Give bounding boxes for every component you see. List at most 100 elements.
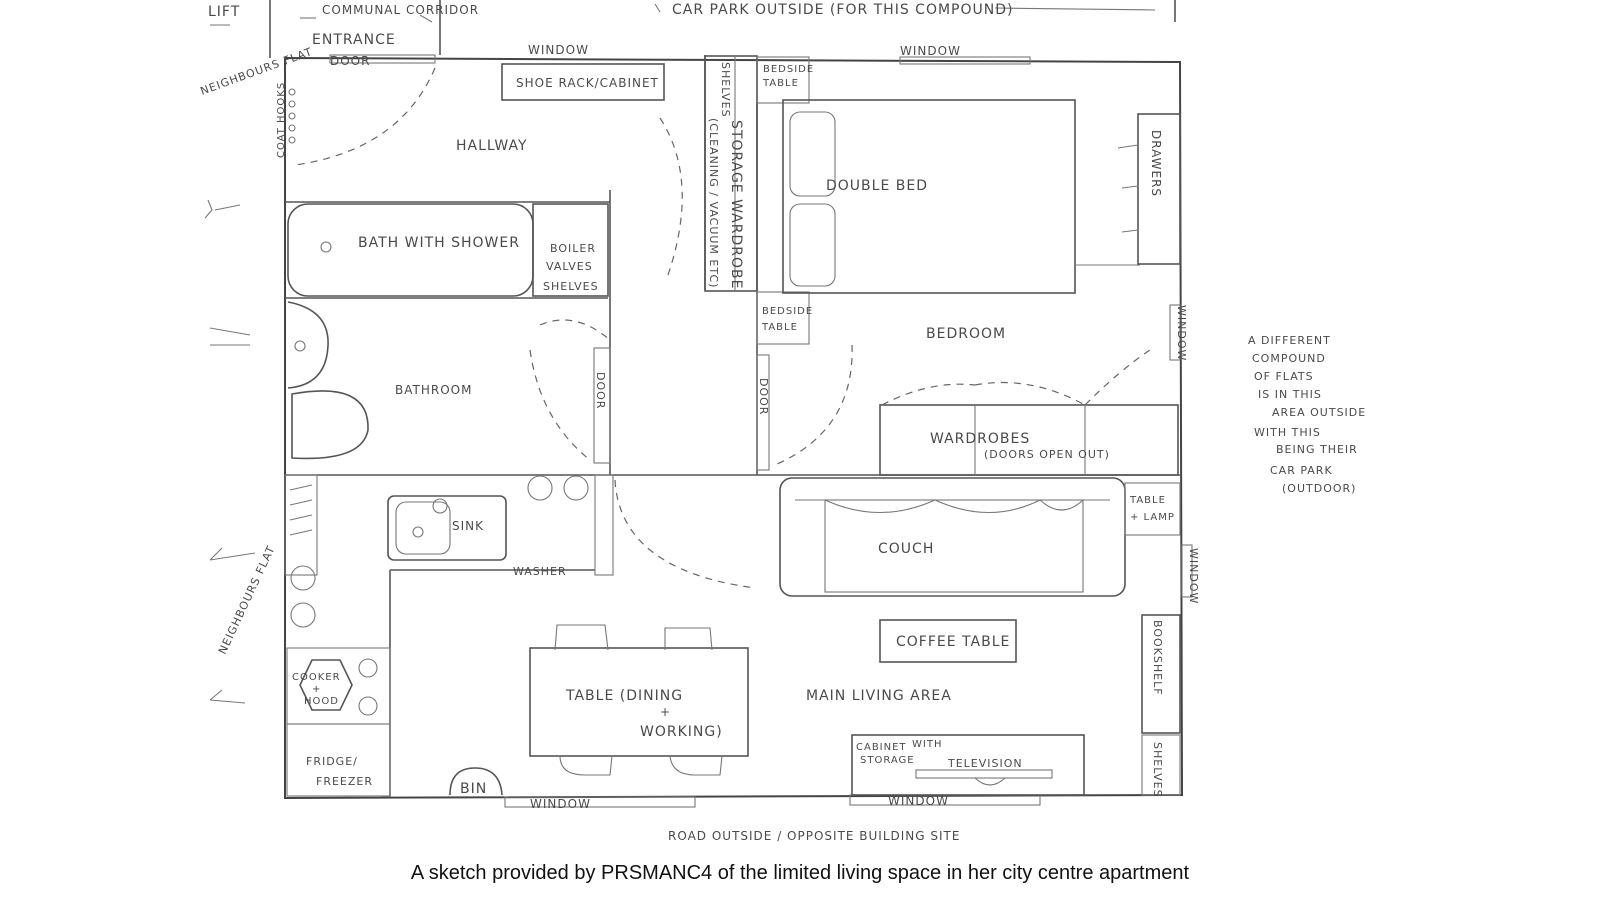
bin xyxy=(449,767,503,796)
bedroom-label: BEDROOM xyxy=(926,326,1006,342)
right-note: A DIFFERENT COMPOUND OF FLATS IS IN THIS… xyxy=(1248,334,1366,495)
note-line-5: AREA OUTSIDE xyxy=(1272,406,1366,419)
neighbours-flat-bottom-label: NEIGHBOURS FLAT xyxy=(216,543,278,656)
window-label-bottom-left: WINDOW xyxy=(530,797,591,811)
washer-dial-1 xyxy=(527,475,553,501)
wardrobes-label: WARDROBES xyxy=(930,431,1030,447)
dining-table xyxy=(529,624,749,776)
dining-table-label-1: TABLE (DINING xyxy=(565,688,683,704)
tv-cabinet xyxy=(851,734,1085,796)
cabinet-label-3: STORAGE xyxy=(860,755,915,766)
boiler-label-1: BOILER xyxy=(550,242,596,255)
window-label-top-left: WINDOW xyxy=(528,43,589,57)
bedside-table-bottom xyxy=(756,291,810,345)
bedroom-door xyxy=(756,354,770,471)
bedside-table-top-label-1: BEDSIDE xyxy=(763,64,814,75)
fridge-label-2: FREEZER xyxy=(316,775,373,788)
boiler-door-swing xyxy=(539,319,611,341)
boiler-label-2: VALVES xyxy=(546,260,593,273)
bedside-table-bottom-label-1: BEDSIDE xyxy=(762,306,813,317)
outer-walls xyxy=(269,0,1184,800)
washer xyxy=(594,474,614,576)
storage-wardrobe-label: STORAGE WARDROBE xyxy=(728,120,744,289)
boiler-label-3: SHELVES xyxy=(543,280,599,293)
kitchen-counter xyxy=(284,474,318,628)
bookshelf xyxy=(1141,614,1181,734)
sink-label: SINK xyxy=(452,519,484,533)
television-label: TELEVISION xyxy=(947,757,1023,770)
coffee-table xyxy=(879,619,1017,663)
washer-label: WASHER xyxy=(513,565,567,578)
storage-wardrobe xyxy=(704,55,758,292)
window-label-living: WINDOW xyxy=(1187,548,1200,604)
table-and-lamp xyxy=(1124,482,1181,536)
coat-hooks-label: COAT HOOKS xyxy=(276,82,287,158)
fridge-freezer xyxy=(286,723,391,797)
window-label-top-right: WINDOW xyxy=(900,44,961,58)
wardrobes xyxy=(879,349,1179,476)
boiler-cupboard xyxy=(532,203,609,297)
hallway-label: HALLWAY xyxy=(456,138,528,154)
dining-table-label-3: WORKING) xyxy=(640,724,723,740)
cabinet-label-1: CABINET xyxy=(856,742,907,753)
shelves-living xyxy=(1141,734,1181,796)
couch-label: COUCH xyxy=(878,541,934,557)
bathroom-door xyxy=(593,347,611,464)
bookshelf-label: BOOKSHELF xyxy=(1151,620,1164,696)
table-lamp-label-1: TABLE xyxy=(1129,495,1166,506)
lift-label: LIFT xyxy=(208,4,240,20)
washer-dial-2 xyxy=(563,475,589,501)
shoe-rack-label: SHOE RACK/CABINET xyxy=(516,76,659,90)
toilet xyxy=(287,301,369,460)
note-line-1: A DIFFERENT xyxy=(1248,334,1331,347)
double-bed-label: DOUBLE BED xyxy=(826,178,928,194)
couch xyxy=(779,477,1126,597)
coat-hooks xyxy=(288,88,296,144)
window-label-bottom-right: WINDOW xyxy=(888,794,949,808)
cooker-hood xyxy=(286,647,391,725)
note-line-6: WITH THIS xyxy=(1254,426,1321,439)
floor-plan-sketch: LIFT COMMUNAL CORRIDOR ENTRANCE DOOR CAR… xyxy=(199,0,1366,843)
bathroom-label: BATHROOM xyxy=(395,383,472,397)
cabinet-label-2: WITH xyxy=(912,739,942,750)
note-line-2: COMPOUND xyxy=(1252,352,1326,365)
figure-caption: A sketch provided by PRSMANC4 of the lim… xyxy=(410,862,1190,884)
note-line-4: IS IN THIS xyxy=(1258,388,1322,401)
shelves-hallway-label: SHELVES xyxy=(719,62,732,118)
note-line-3: OF FLATS xyxy=(1254,370,1314,383)
bedroom-door-swing xyxy=(774,344,853,466)
cooker-label-1: COOKER xyxy=(292,672,341,683)
living-door-swing xyxy=(614,479,756,589)
note-line-9: (OUTDOOR) xyxy=(1282,482,1356,495)
neighbours-flat-top-label: NEIGHBOURS FLAT xyxy=(199,45,315,98)
communal-corridor-label: COMMUNAL CORRIDOR xyxy=(322,3,479,17)
shelves-living-label: SHELVES xyxy=(1151,742,1164,798)
coffee-table-label: COFFEE TABLE xyxy=(896,634,1010,650)
double-bed xyxy=(782,99,1140,294)
entrance-door-label: DOOR xyxy=(330,54,370,68)
main-living-area-label: MAIN LIVING AREA xyxy=(806,688,952,704)
shoe-rack-cabinet xyxy=(501,63,665,101)
cleaning-vacuum-label: (CLEANING / VACUUM ETC) xyxy=(707,118,720,288)
car-park-label: CAR PARK OUTSIDE (FOR THIS COMPOUND) xyxy=(672,2,1013,18)
direction-arrows xyxy=(204,3,1156,704)
drawers xyxy=(1137,113,1181,265)
sink xyxy=(387,495,507,561)
wardrobes-note: (DOORS OPEN OUT) xyxy=(984,448,1110,461)
drawer-arrows xyxy=(1117,144,1139,233)
bedroom-door-label: DOOR xyxy=(757,378,770,415)
wardrobe-door-swing xyxy=(659,117,683,276)
window-label-bedroom: WINDOW xyxy=(1175,305,1188,361)
bedside-table-top-label-2: TABLE xyxy=(762,78,799,89)
bath-label: BATH WITH SHOWER xyxy=(358,235,520,251)
drawers-label: DRAWERS xyxy=(1149,130,1163,197)
fridge-label-1: FRIDGE/ xyxy=(306,755,358,768)
windows xyxy=(329,54,1193,808)
note-line-7: BEING THEIR xyxy=(1276,443,1358,456)
bedside-table-bottom-label-2: TABLE xyxy=(761,322,798,333)
cooker-label-2: + xyxy=(312,684,321,695)
bathroom-door-label: DOOR xyxy=(594,372,607,409)
cooker-label-3: HOOD xyxy=(304,696,339,707)
entrance-door-swing xyxy=(294,67,436,166)
bin-label: BIN xyxy=(460,781,487,797)
